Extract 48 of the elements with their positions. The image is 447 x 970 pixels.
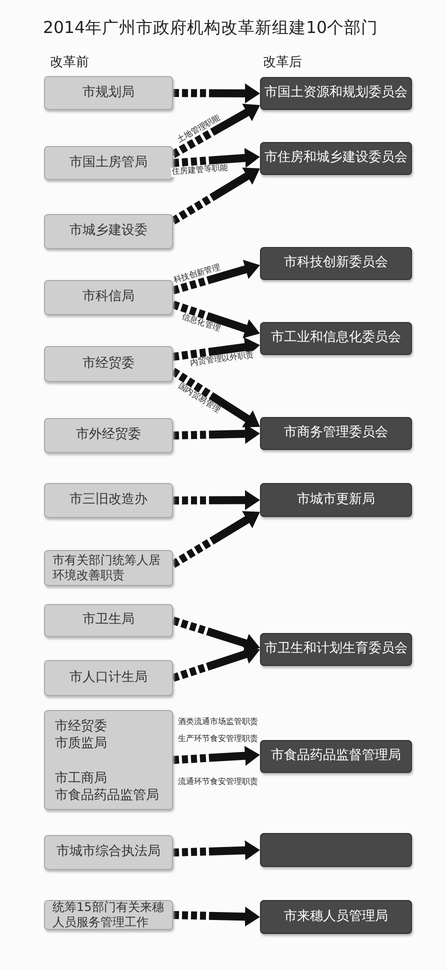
arrow — [172, 337, 260, 361]
arrow — [172, 644, 260, 682]
department-name: 市经贸委 — [55, 719, 107, 736]
new-department-box: 市城市更新局 — [260, 483, 412, 517]
arrow — [172, 746, 260, 766]
new-department-box: 市科技创新委员会 — [260, 247, 412, 280]
arrow — [172, 840, 260, 860]
old-department-box: 市城市综合执法局 — [44, 835, 173, 870]
department-name: 市工商局 — [55, 770, 107, 788]
new-department-box: 市住房和城乡建设委员会 — [260, 142, 412, 175]
column-heading: 改革前 — [50, 54, 89, 71]
arrow — [172, 616, 260, 653]
new-department-box: 市卫生和计划生育委员会 — [260, 633, 412, 666]
new-department-box — [260, 833, 412, 867]
column-heading: 改革后 — [263, 54, 302, 71]
old-department-box: 市有关部门统筹人居环境改善职责 — [44, 550, 173, 586]
old-department-box: 市人口计生局 — [44, 660, 173, 696]
arrow — [170, 368, 260, 428]
old-department-box: 统筹15部门有关来穗人员服务管理工作 — [44, 900, 173, 930]
arrow — [170, 511, 260, 568]
old-department-box: 市城乡建设委 — [44, 214, 173, 249]
old-department-box: 市规划局 — [44, 76, 173, 110]
arrow — [171, 104, 260, 158]
old-department-box: 市国土房管局 — [44, 146, 173, 180]
new-department-box: 市国土资源和规划委员会 — [260, 77, 412, 110]
arrow — [170, 168, 260, 224]
new-department-box: 市食品药品监督管理局 — [260, 740, 412, 773]
arrow — [172, 300, 260, 338]
new-department-box: 市工业和信息化委员会 — [260, 322, 412, 355]
arrow — [172, 148, 260, 168]
title: 2014年广州市政府机构改革新组建10个部门 — [43, 17, 378, 39]
old-department-box: 市三旧改造办 — [44, 483, 173, 518]
old-department-box: 市外经贸委 — [44, 418, 173, 453]
old-department-box: 市科信局 — [44, 280, 173, 315]
note-label: 酒类流通市场监管职责 — [178, 716, 258, 727]
department-name: 市质监局 — [55, 736, 107, 753]
note-label: 流通环节食安管理职责 — [178, 776, 258, 787]
new-department-box: 市商务管理委员会 — [260, 417, 412, 450]
arrow — [172, 906, 260, 927]
arrow — [172, 490, 260, 510]
note-label: 生产环节食安管理职责 — [178, 733, 258, 744]
old-department-box: 市经贸委 — [44, 346, 173, 382]
new-department-box: 市来穗人员管理局 — [260, 900, 412, 934]
department-name: 市食品药品监管局 — [55, 788, 159, 805]
old-department-box — [44, 710, 173, 810]
arrow — [172, 83, 260, 104]
old-department-box: 市卫生局 — [44, 604, 173, 637]
arrow — [172, 260, 260, 294]
